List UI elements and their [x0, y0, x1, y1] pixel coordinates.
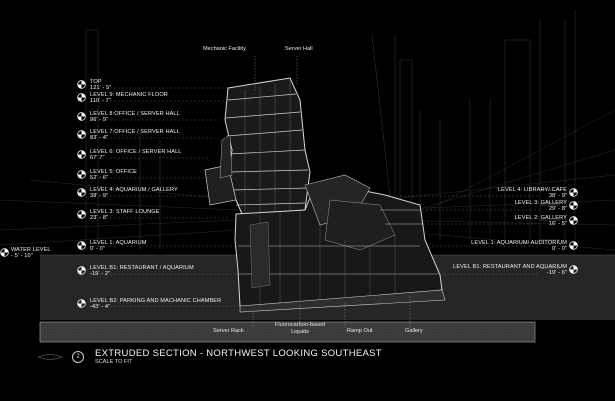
tick-markers — [540, 189, 560, 269]
level-marker-icon — [77, 299, 86, 308]
level-marker-icon — [77, 150, 86, 159]
label-fluorocarbon-liquids: Fluorocarbon-based Liquids — [275, 322, 326, 335]
drawing-number-badge: 2 — [72, 351, 84, 363]
north-arrow — [37, 354, 63, 360]
level-marker-icon — [569, 216, 578, 225]
label-ramp-out: Ramp Out — [347, 328, 373, 334]
level-marker-icon — [77, 80, 86, 89]
foundation-slab — [39, 321, 536, 343]
level-name: LEVEL 1: AQUARIUM — [90, 240, 147, 246]
tower — [204, 77, 311, 215]
level-marker-icon — [569, 265, 578, 274]
water-level-elevation: - 5' - 10" — [11, 253, 33, 260]
level-name: LEVEL B1: RESTAURANT / AQUARIUM — [90, 265, 194, 271]
level-name: TOP — [90, 79, 102, 85]
level-name: LEVEL 6: OFFICE / SERVER HALL — [90, 149, 182, 155]
level-name: LEVEL 1: AQUARIUM/ AUDITORIUM — [471, 240, 567, 246]
level-elevation: 52' - 6" — [90, 175, 109, 182]
leader-lines — [252, 56, 411, 328]
level-name: LEVEL B2: PARKING AND MACHANIC CHAMBER — [90, 298, 222, 304]
level-name: LEVEL 8:OFFICE / SERVER HALL — [90, 111, 180, 117]
water-level-name: WATER LEVEL — [11, 247, 51, 253]
level-name: LEVEL 4: LIBRARY/ CAFE — [497, 187, 567, 193]
level-elevation: 110' - 7" — [90, 98, 111, 105]
level-elevation: -19' - 6" — [546, 270, 567, 277]
label-server-rack: Server Rack — [213, 328, 244, 334]
drawing-title: EXTRUDED SECTION - NORTHWEST LOOKING SOU… — [95, 348, 382, 359]
level-elevation: 67' 7" — [90, 155, 105, 162]
level-elevation: 0' - 0" — [552, 246, 567, 253]
level-elevation: 121' - 5" — [90, 85, 112, 92]
level-elevation: 38' - 9" — [548, 193, 567, 200]
level-elevation: 96' - 9" — [90, 117, 109, 124]
water-level-label: WATER LEVEL - 5' - 10" — [11, 247, 51, 260]
label-server-hall: Server Hall — [285, 46, 313, 52]
level-elevation: 23' - 8" — [90, 215, 109, 222]
level-marker-icon — [569, 188, 578, 197]
level-elevation: 16' - 5" — [548, 221, 567, 228]
left-level-label: LEVEL B2: PARKING AND MACHANIC CHAMBER-4… — [90, 298, 221, 311]
level-marker-icon — [77, 130, 86, 139]
level-marker-icon — [569, 241, 578, 250]
water-level-marker-icon — [0, 248, 9, 257]
level-name: LEVEL 7:OFFICE / SERVER HALL — [90, 129, 180, 135]
level-elevation: 29' - 8" — [548, 206, 567, 213]
level-name: LEVEL 3: STAFF LOUNGE — [90, 209, 160, 215]
label-gallery: Gallery — [405, 328, 423, 334]
level-name: LEVEL 2: GALLERY — [514, 215, 567, 221]
level-marker-icon — [569, 201, 578, 210]
level-marker-icon — [77, 170, 86, 179]
level-elevation: -43' - 4" — [90, 304, 111, 311]
level-name: LEVEL 3: GALLERY — [514, 200, 567, 206]
level-name: LEVEL 4: AQUARIUM / GALLERY — [90, 187, 178, 193]
drawing-scale: SCALE TO FIT — [95, 359, 133, 365]
level-elevation: 0' - 0" — [90, 246, 105, 253]
level-elevation: -19' - 2" — [90, 271, 111, 278]
level-name: LEVEL 5: OFFICE — [90, 169, 137, 175]
level-elevation: 38' - 9" — [90, 193, 109, 200]
right-level-label: LEVEL B1: RESTAURANT AND AQUARIUM-19' - … — [453, 264, 567, 277]
level-marker-icon — [77, 241, 86, 250]
level-marker-icon — [77, 93, 86, 102]
podium — [234, 174, 446, 313]
level-marker-icon — [77, 266, 86, 275]
level-name: LEVEL B1: RESTAURANT AND AQUARIUM — [453, 264, 567, 270]
level-name: LEVEL 9: MECHANIC FLOOR — [90, 92, 168, 98]
label-mechanic-facility: Mechanic Facility — [203, 46, 246, 52]
level-marker-icon — [77, 112, 86, 121]
level-marker-icon — [77, 188, 86, 197]
level-marker-icon — [77, 210, 86, 219]
level-elevation: 83' - 4" — [90, 135, 109, 142]
left-level-label: LEVEL B1: RESTAURANT / AQUARIUM-19' - 2" — [90, 265, 194, 278]
